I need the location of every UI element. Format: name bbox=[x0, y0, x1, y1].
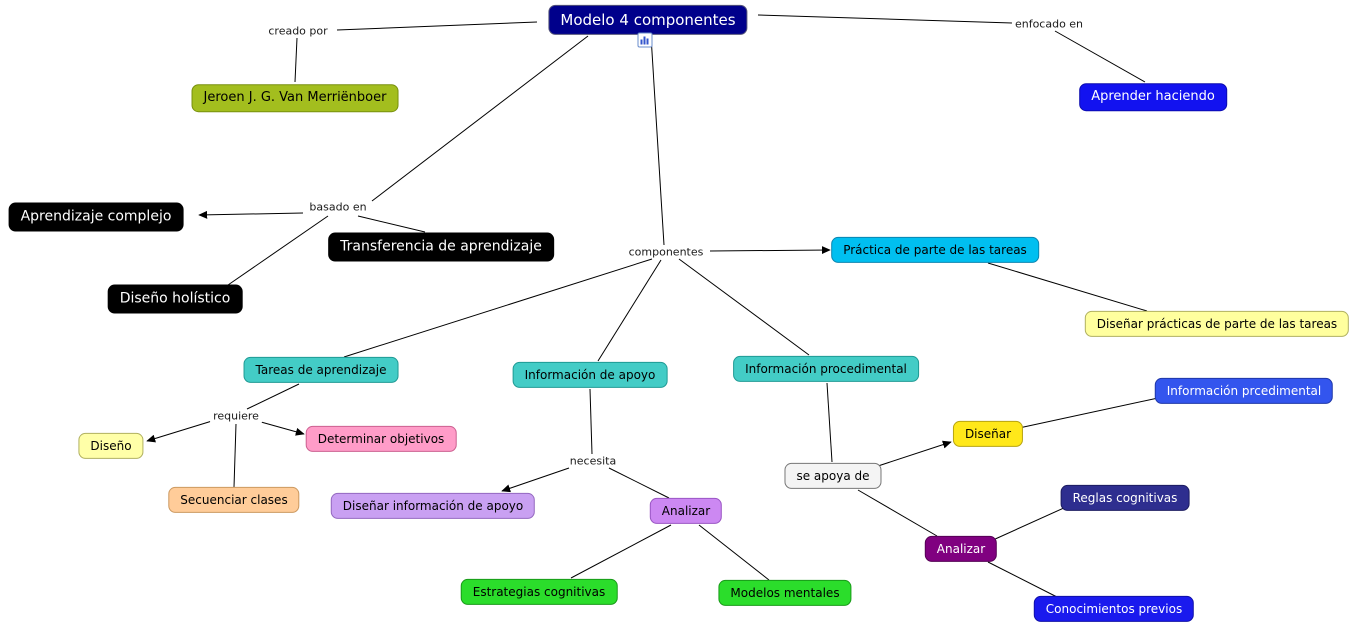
link-label-requiere[interactable]: requiere bbox=[210, 409, 262, 423]
link-label-necesita[interactable]: necesita bbox=[566, 454, 620, 468]
edge-line-2 bbox=[757, 14, 1013, 24]
edge-line-3 bbox=[1054, 30, 1146, 83]
node-aprender[interactable]: Aprender haciendo bbox=[1079, 83, 1227, 111]
edge-line-15 bbox=[146, 420, 213, 443]
node-conocimientos[interactable]: Conocimientos previos bbox=[1033, 595, 1195, 623]
node-info-apoyo[interactable]: Información de apoyo bbox=[512, 361, 668, 389]
node-info-proc[interactable]: Información procedimental bbox=[733, 355, 919, 383]
edge-line-16 bbox=[260, 421, 305, 436]
node-transferencia[interactable]: Transferencia de aprendizaje bbox=[328, 232, 554, 262]
node-reglas[interactable]: Reglas cognitivas bbox=[1060, 484, 1190, 512]
edge-line-12 bbox=[678, 258, 810, 356]
edge-line-1 bbox=[294, 37, 298, 83]
edge-line-20 bbox=[608, 467, 670, 499]
edge-line-11 bbox=[597, 259, 662, 362]
node-disenar2[interactable]: Diseñar bbox=[952, 420, 1024, 448]
node-disenar-apoyo[interactable]: Diseñar información de apoyo bbox=[330, 492, 536, 520]
node-secuenciar[interactable]: Secuenciar clases bbox=[168, 486, 300, 514]
node-se-apoya[interactable]: se apoya de bbox=[784, 462, 882, 490]
edge-line-14 bbox=[246, 383, 300, 410]
resource-icon-glyph bbox=[640, 36, 649, 45]
edge-line-24 bbox=[877, 440, 952, 467]
edge-line-26 bbox=[1018, 397, 1159, 429]
node-analizar2[interactable]: Analizar bbox=[924, 535, 998, 563]
link-label-basado-en[interactable]: basado en bbox=[306, 200, 370, 214]
node-modelo[interactable]: Modelo 4 componentes bbox=[548, 4, 748, 36]
node-modelos[interactable]: Modelos mentales bbox=[718, 579, 852, 607]
edge-line-9 bbox=[709, 246, 831, 255]
edge-line-28 bbox=[987, 561, 1058, 598]
edge-line-27 bbox=[992, 506, 1067, 541]
link-label-componentes[interactable]: componentes bbox=[625, 245, 707, 259]
node-diseno[interactable]: Diseño bbox=[78, 432, 144, 460]
edge-line-18 bbox=[589, 388, 593, 455]
edge-line-7 bbox=[357, 215, 426, 233]
node-practica[interactable]: Práctica de parte de las tareas bbox=[831, 236, 1039, 264]
edge-line-25 bbox=[857, 489, 938, 537]
edge-line-6 bbox=[227, 215, 329, 286]
edge-line-17 bbox=[233, 423, 237, 488]
node-determinar[interactable]: Determinar objetivos bbox=[305, 425, 457, 453]
node-analizar1[interactable]: Analizar bbox=[649, 497, 723, 525]
edge-line-13 bbox=[987, 262, 1148, 312]
node-disenar-practicas[interactable]: Diseñar prácticas de parte de las tareas bbox=[1084, 310, 1349, 338]
edge-line-5 bbox=[198, 210, 304, 219]
link-label-creado-por[interactable]: creado por bbox=[265, 24, 331, 38]
node-holistico[interactable]: Diseño holístico bbox=[107, 284, 243, 314]
node-tareas[interactable]: Tareas de aprendizaje bbox=[243, 356, 399, 384]
edge-line-23 bbox=[826, 382, 833, 463]
link-label-enfocado-en[interactable]: enfocado en bbox=[1011, 17, 1087, 31]
edge-line-10 bbox=[343, 258, 653, 358]
node-jeroen[interactable]: Jeroen J. G. Van Merriënboer bbox=[191, 84, 399, 112]
node-estrategias[interactable]: Estrategias cognitivas bbox=[460, 578, 618, 606]
node-complejo[interactable]: Aprendizaje complejo bbox=[8, 202, 184, 232]
edge-line-21 bbox=[570, 524, 672, 579]
edge-line-4 bbox=[371, 35, 589, 202]
edge-line-8 bbox=[650, 35, 665, 246]
edge-line-19 bbox=[501, 467, 570, 493]
edge-line-0 bbox=[336, 21, 538, 31]
edge-line-22 bbox=[698, 524, 770, 581]
node-info-prced[interactable]: Información prcedimental bbox=[1154, 377, 1334, 405]
resource-icon[interactable] bbox=[637, 32, 653, 48]
